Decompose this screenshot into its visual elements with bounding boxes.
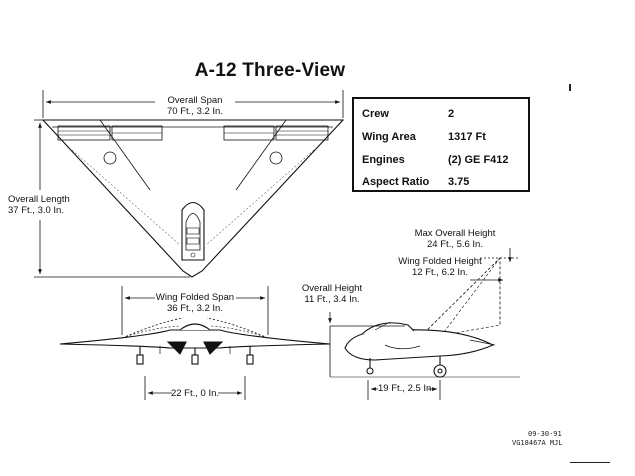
- dimension-label: Wing Folded Span: [155, 292, 235, 303]
- wing-folded-span-label: Wing Folded Span 36 Ft., 3.2 In.: [145, 292, 245, 314]
- spec-table: Crew 2 Wing Area 1317 Ft Engines (2) GE …: [352, 97, 530, 192]
- overall-height-label: Overall Height 11 Ft., 3.4 In.: [292, 283, 372, 305]
- dimension-label: Overall Height: [301, 283, 363, 294]
- gear-track-label: 22 Ft., 0 In.: [170, 388, 220, 399]
- spec-value: 3.75: [448, 176, 470, 188]
- spec-value: 1317 Ft: [448, 131, 486, 143]
- dimension-value: 12 Ft., 6.2 In.: [412, 267, 468, 278]
- overall-span-label: Overall Span 70 Ft., 3.2 In.: [145, 95, 245, 117]
- spec-row-crew: Crew 2: [362, 108, 532, 124]
- spec-row-aspect-ratio: Aspect Ratio 3.75: [362, 176, 532, 192]
- dimension-value: 19 Ft., 2.5 In.: [378, 383, 434, 394]
- side-dimensions: [328, 248, 520, 400]
- dimension-label: Wing Folded Height: [398, 256, 482, 267]
- stamp-ref: VG18467A MJL: [512, 439, 563, 447]
- page-title: A-12 Three-View: [194, 60, 346, 81]
- dimension-label: Overall Span: [167, 95, 223, 106]
- spec-value: (2) GE F412: [448, 154, 509, 166]
- span-dimension: [42, 90, 344, 118]
- spec-label: Engines: [362, 154, 405, 166]
- length-dimension: [34, 119, 190, 278]
- spec-row-wing-area: Wing Area 1317 Ft: [362, 131, 532, 147]
- dimension-value: 37 Ft., 3.0 In.: [8, 205, 64, 216]
- spec-label: Crew: [362, 108, 389, 120]
- dimension-value: 24 Ft., 5.6 In.: [427, 239, 483, 250]
- spec-row-engines: Engines (2) GE F412: [362, 154, 532, 170]
- front-view: [59, 317, 331, 365]
- margin-mark: [569, 84, 571, 91]
- wheelbase-label: 19 Ft., 2.5 In.: [378, 383, 434, 394]
- max-overall-height-label: Max Overall Height 24 Ft., 5.6 In.: [400, 228, 510, 250]
- folded-span-dimension: [121, 286, 269, 335]
- drawing-stamp: 09-30-91 VG18467A MJL: [512, 430, 563, 448]
- overall-length-label: Overall Length 37 Ft., 3.0 In.: [8, 194, 70, 216]
- margin-mark: [570, 462, 610, 463]
- dimension-label: Max Overall Height: [414, 228, 496, 239]
- stamp-date: 09-30-91: [528, 430, 562, 438]
- dimension-value: 22 Ft., 0 In.: [170, 388, 220, 399]
- plan-view: [41, 119, 345, 278]
- track-dimension: [144, 376, 246, 400]
- dimension-value: 11 Ft., 3.4 In.: [304, 294, 360, 305]
- spec-value: 2: [448, 108, 455, 120]
- dimension-label: Overall Length: [8, 194, 70, 205]
- spec-label: Aspect Ratio: [362, 176, 430, 188]
- wing-folded-height-label: Wing Folded Height 12 Ft., 6.2 In.: [385, 256, 495, 278]
- spec-label: Wing Area: [362, 131, 416, 143]
- dimension-value: 36 Ft., 3.2 In.: [167, 303, 223, 314]
- dimension-value: 70 Ft., 3.2 In.: [167, 106, 223, 117]
